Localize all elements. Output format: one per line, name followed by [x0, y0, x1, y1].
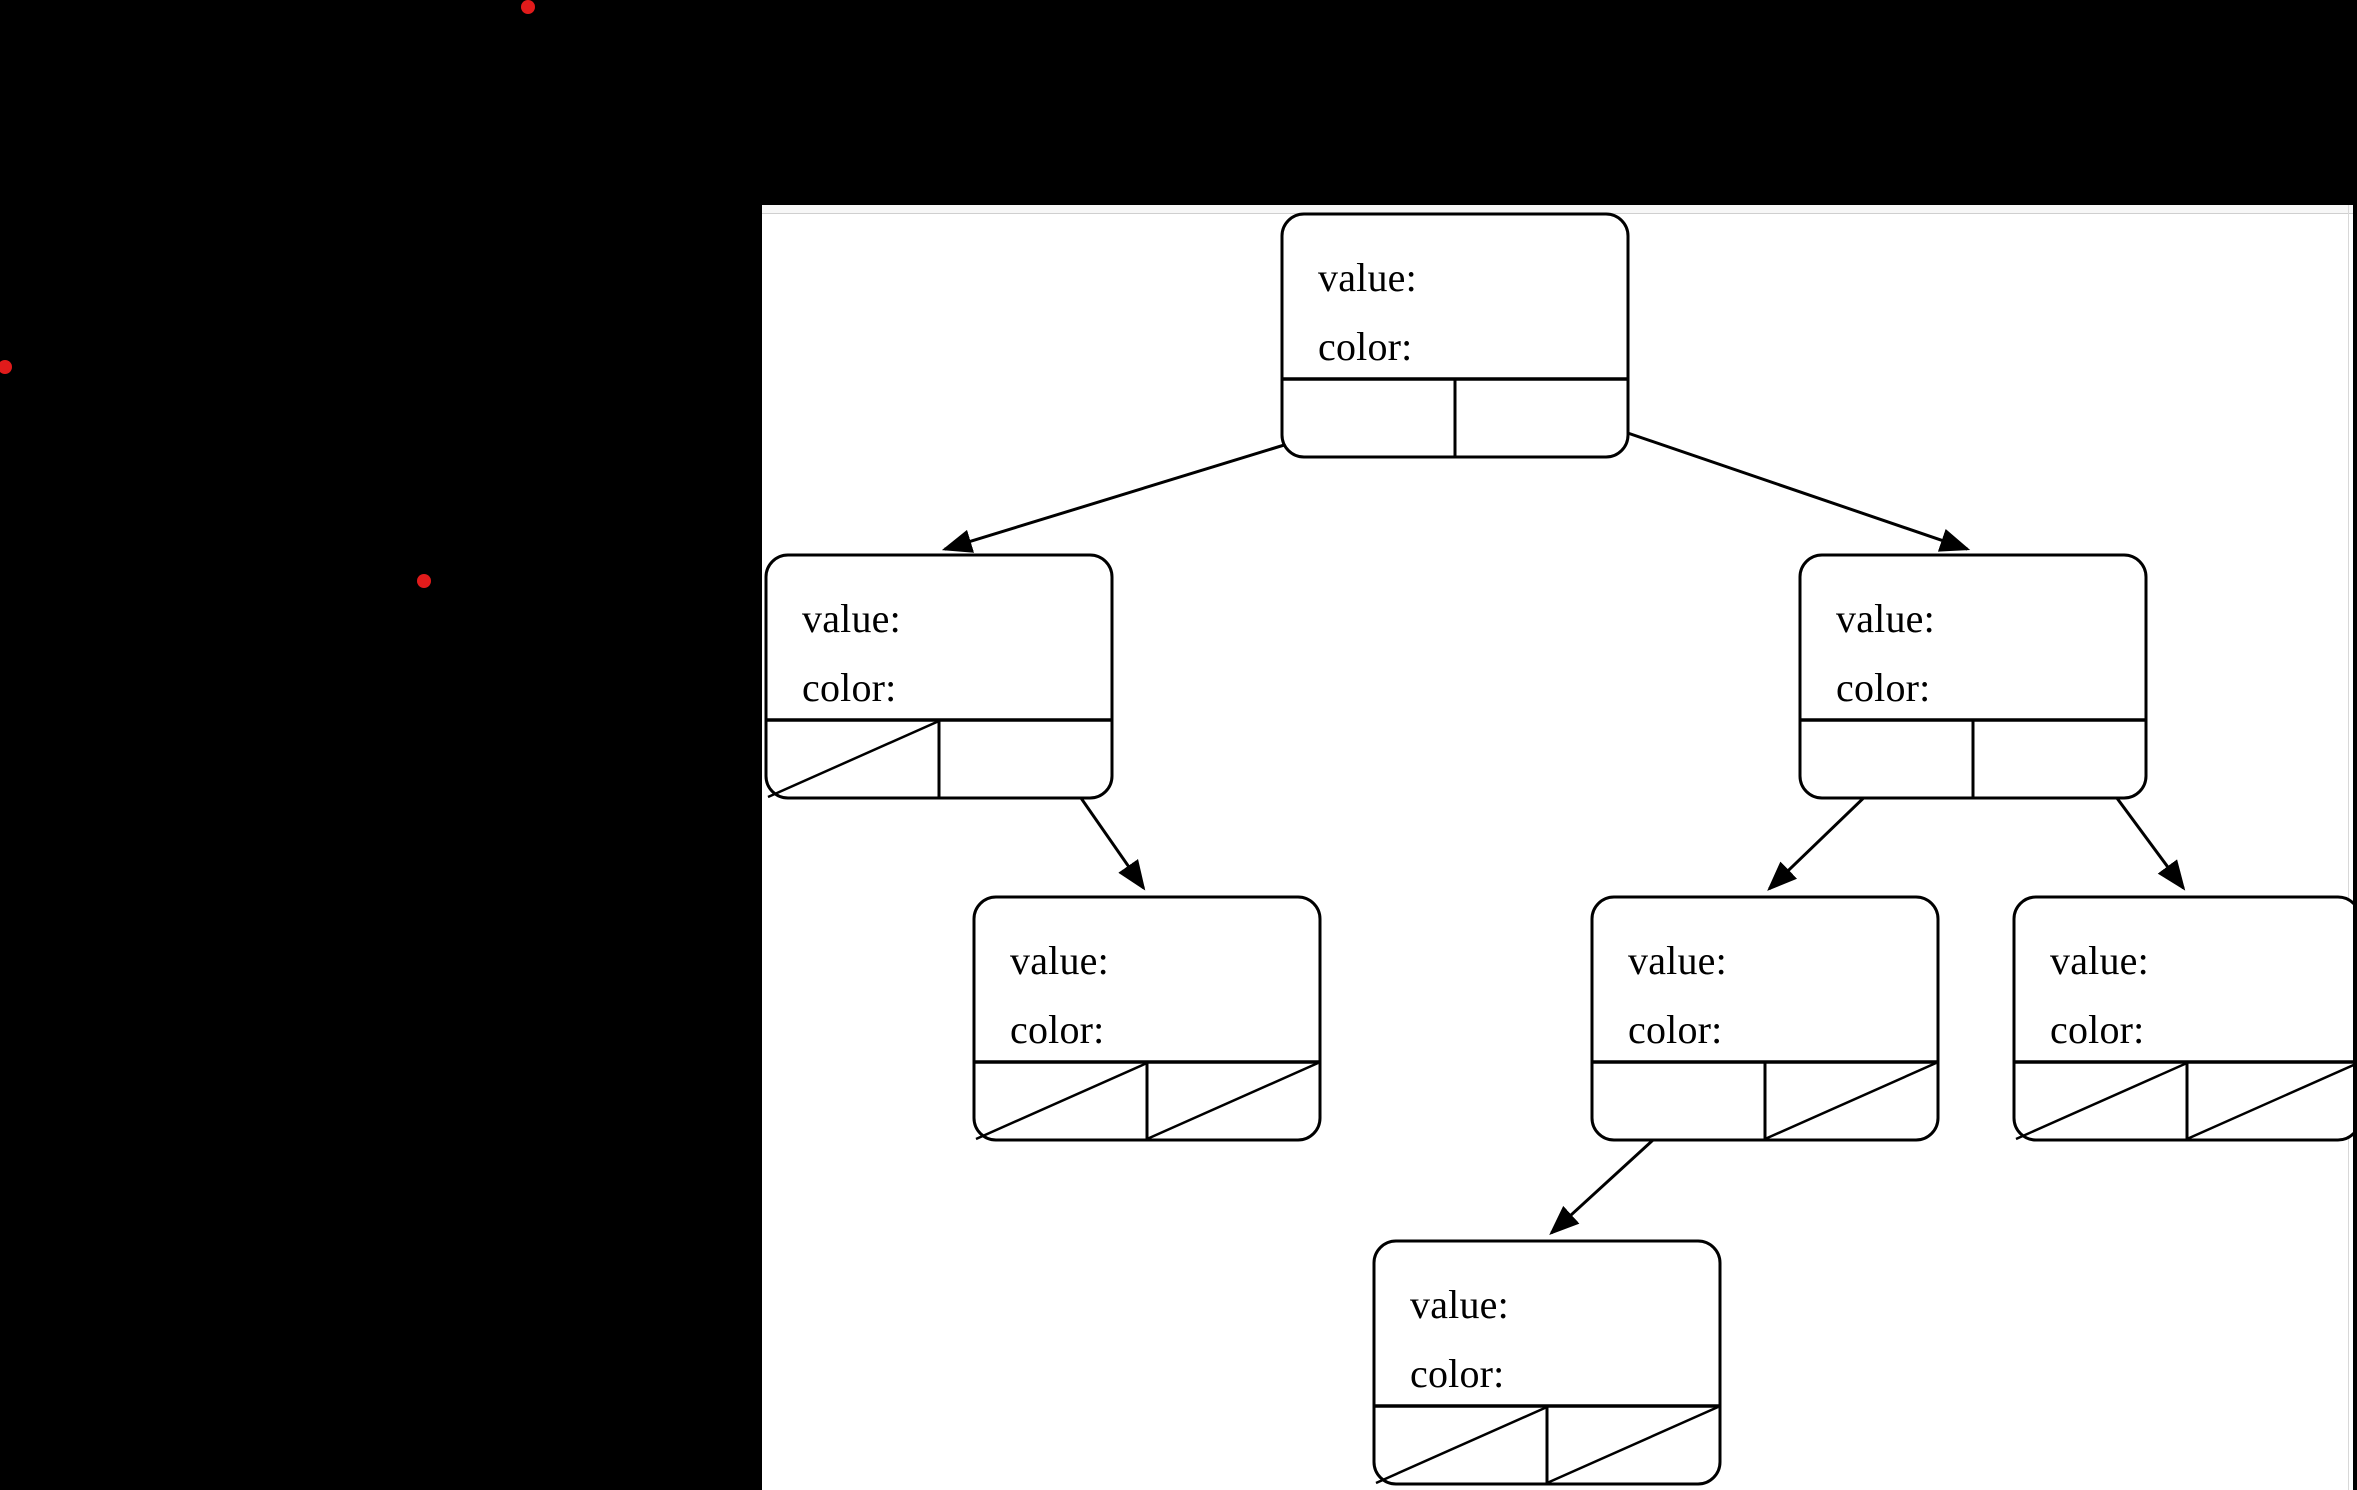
- marker-dot: [417, 574, 431, 588]
- null-pointer-slash: [767, 719, 940, 799]
- null-pointer-slash: [1546, 1405, 1719, 1485]
- node-color-label: color:: [1836, 665, 1931, 710]
- red-black-tree-diagram-panel[interactable]: value: color: value: color: value: color: valu…: [762, 205, 2353, 1490]
- node-value-label: value:: [1628, 938, 1727, 983]
- tree-nodes: [764, 212, 2353, 1486]
- tree-node[interactable]: [764, 553, 1114, 800]
- tree-node[interactable]: [972, 895, 1322, 1142]
- node-color-label: color:: [1010, 1007, 1105, 1052]
- binary-tree-graphic: [764, 212, 2353, 1486]
- node-color-label: color:: [802, 665, 897, 710]
- marker-dot: [521, 0, 535, 14]
- node-color-label: color:: [2050, 1007, 2145, 1052]
- tree-node[interactable]: [1372, 1239, 1722, 1486]
- panel-right-rule: [2348, 205, 2349, 1490]
- node-color-label: color:: [1318, 324, 1413, 369]
- tree-node[interactable]: [1590, 895, 1940, 1142]
- marker-dot: [0, 360, 12, 374]
- node-value-label: value:: [1410, 1282, 1509, 1327]
- null-pointer-slash: [1375, 1405, 1548, 1485]
- tree-node[interactable]: [2012, 895, 2353, 1142]
- null-pointer-slash: [1764, 1061, 1937, 1141]
- null-pointer-slash: [2186, 1063, 2353, 1141]
- node-value-label: value:: [802, 596, 901, 641]
- null-pointer-slash: [1146, 1061, 1319, 1141]
- node-value-label: value:: [1836, 596, 1935, 641]
- node-value-label: value:: [1010, 938, 1109, 983]
- node-value-label: value:: [1318, 255, 1417, 300]
- null-pointer-slash: [975, 1061, 1148, 1141]
- node-value-label: value:: [2050, 938, 2149, 983]
- node-color-label: color:: [1410, 1351, 1505, 1396]
- null-pointer-slash: [2015, 1061, 2188, 1141]
- node-color-label: color:: [1628, 1007, 1723, 1052]
- tree-node[interactable]: [1798, 553, 2148, 800]
- tree-edge-arrow: [1565, 410, 1971, 552]
- tree-node[interactable]: [1280, 212, 1630, 459]
